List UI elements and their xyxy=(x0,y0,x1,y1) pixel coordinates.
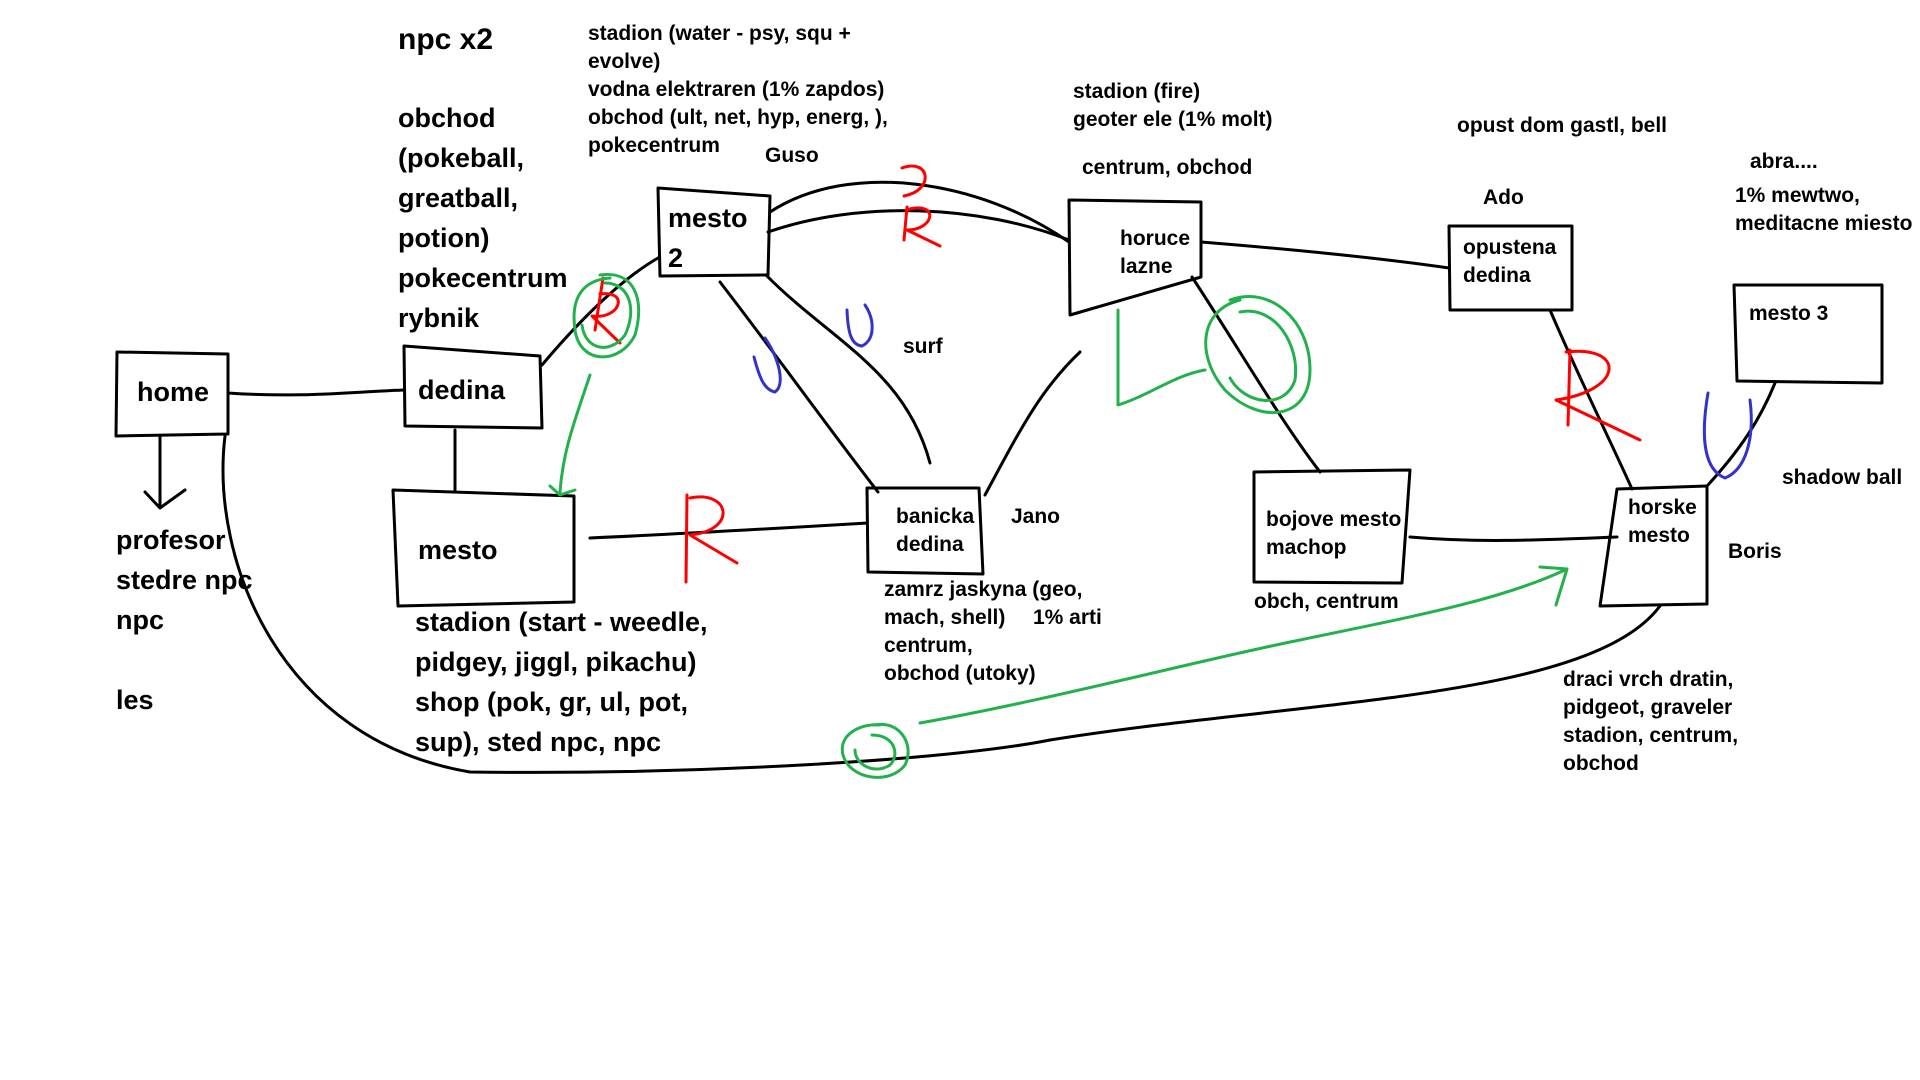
path-mesto2-horuce-b xyxy=(766,209,1071,242)
cut-circle-2 xyxy=(1204,295,1312,414)
box-dedina xyxy=(402,344,544,430)
node-dedina: dedina xyxy=(418,375,506,405)
box-opustena xyxy=(1447,224,1574,312)
note-jano: Jano xyxy=(1011,505,1061,528)
node-opustena: opustena dedina xyxy=(1463,236,1557,287)
note-horuce-info: stadion (fire) geoter ele (1% molt) xyxy=(1073,80,1273,131)
rock-marker-1 xyxy=(590,276,622,345)
cut-circle-3 xyxy=(840,722,910,779)
note-guso: Guso xyxy=(765,144,819,167)
path-mesto2-horuce-a xyxy=(768,180,1071,244)
node-mesto: mesto xyxy=(418,535,498,565)
note-mesto2-info: stadion (water - psy, squ + evolve) vodn… xyxy=(588,22,888,157)
note-mewtwo: 1% mewtwo, meditacne miesto xyxy=(1735,184,1913,235)
path-mesto-banicka xyxy=(588,521,869,540)
box-horske xyxy=(1598,484,1709,608)
note-centrum-obchod: centrum, obchod xyxy=(1082,156,1253,179)
note-bojove-info: obch, centrum xyxy=(1254,590,1399,613)
node-horske: horske mesto xyxy=(1628,496,1697,547)
node-banicka: banicka dedina xyxy=(896,505,975,556)
arrow-home-down xyxy=(143,434,187,510)
path-bojove-horske xyxy=(1408,535,1619,542)
surf-marker-3 xyxy=(1702,391,1753,480)
node-horuce: horuce lazne xyxy=(1120,227,1191,278)
path-horuce-bojove xyxy=(1190,275,1322,474)
surf-marker-1 xyxy=(752,336,782,394)
path-mesto2-banicka-a xyxy=(718,280,880,494)
path-horuce-opustena xyxy=(1199,240,1451,270)
note-draci: draci vrch dratin, pidgeot, graveler sta… xyxy=(1563,668,1739,775)
node-bojove: bojove mesto machop xyxy=(1266,508,1402,559)
node-mesto2: mesto 2 xyxy=(668,203,748,273)
box-bojove xyxy=(1252,468,1412,585)
note-surf: surf xyxy=(903,335,943,358)
path-mesto2-banicka-b xyxy=(764,273,932,465)
rock-marker-2 xyxy=(900,164,942,248)
note-boris: Boris xyxy=(1728,540,1782,563)
note-banicka-info: zamrz jaskyna (geo, mach, shell) centrum… xyxy=(884,578,1083,685)
rock-marker-4 xyxy=(1554,348,1642,442)
note-dedina-info: obchod (pokeball, greatball, potion) pok… xyxy=(398,103,568,333)
box-home xyxy=(114,350,230,438)
box-mesto xyxy=(391,488,576,608)
note-mesto-info: stadion (start - weedle, pidgey, jiggl, … xyxy=(415,607,708,757)
path-opustena-horske xyxy=(1548,308,1634,491)
node-home: home xyxy=(137,377,210,407)
cut-circle-1 xyxy=(572,272,641,359)
surf-marker-2 xyxy=(845,303,874,348)
box-banicka xyxy=(865,486,985,576)
note-shadow-ball: shadow ball xyxy=(1782,466,1903,489)
cut-arrow-3 xyxy=(918,565,1569,725)
note-ado: Ado xyxy=(1483,186,1524,209)
rock-marker-3 xyxy=(684,493,739,584)
cut-arrow-1 xyxy=(548,373,592,497)
path-home-dedina xyxy=(226,388,406,397)
path-banicka-horuce xyxy=(983,350,1082,497)
note-opust-info: opust dom gastl, bell xyxy=(1457,114,1668,137)
node-mesto3: mesto 3 xyxy=(1749,302,1829,325)
note-arti: 1% arti xyxy=(1033,606,1102,629)
box-mesto3 xyxy=(1732,283,1884,385)
cut-arrow-2 xyxy=(1116,308,1207,407)
path-horske-mesto3 xyxy=(1705,381,1777,488)
box-horuce xyxy=(1067,198,1203,317)
note-home-info: profesor stedre npc npc les xyxy=(116,525,253,715)
note-abra: abra.... xyxy=(1750,150,1818,173)
note-npc-x2: npc x2 xyxy=(398,23,494,56)
